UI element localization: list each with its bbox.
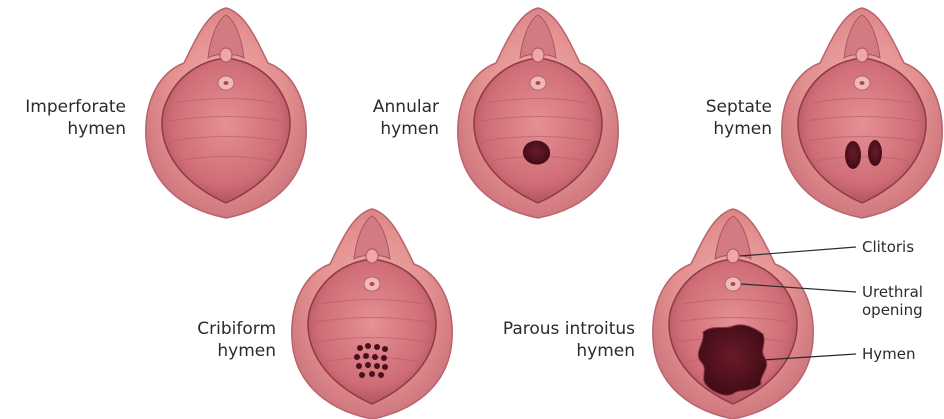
hymen-opening-left bbox=[845, 141, 861, 169]
illustration-cribiform bbox=[292, 209, 452, 419]
hymen-opening-single bbox=[523, 141, 550, 165]
illustration-imperforate bbox=[146, 8, 306, 218]
hymen-opening-right bbox=[868, 140, 882, 166]
illustration-parous bbox=[653, 209, 813, 419]
illustration-annular bbox=[458, 8, 618, 218]
illustration-septate bbox=[782, 8, 942, 218]
hymen-opening-large bbox=[698, 325, 766, 396]
